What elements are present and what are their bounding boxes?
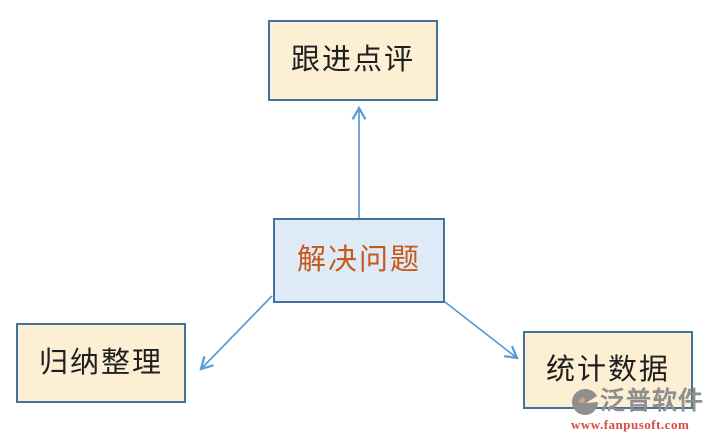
arrow-center-to-right (444, 301, 519, 360)
fanpu-crescent-logo-icon (572, 388, 598, 415)
node-label: 解决问题 (296, 244, 421, 276)
node-label: 归纳整理 (38, 346, 163, 379)
node-solve-problem: 解决问题 (273, 218, 445, 303)
node-follow-up-review: 跟进点评 (268, 20, 438, 101)
watermark: 泛普软件 www.fanpusoft.com (571, 388, 707, 433)
watermark-brand-text: 泛普软件 (600, 387, 705, 416)
arrow-center-to-left (199, 295, 273, 371)
watermark-url-text: www.fanpusoft.com (571, 417, 690, 432)
node-label: 统计数据 (545, 353, 670, 386)
node-statistics-data: 统计数据 (523, 331, 693, 409)
node-label: 跟进点评 (290, 44, 415, 76)
node-organize-summarize: 归纳整理 (16, 323, 186, 403)
